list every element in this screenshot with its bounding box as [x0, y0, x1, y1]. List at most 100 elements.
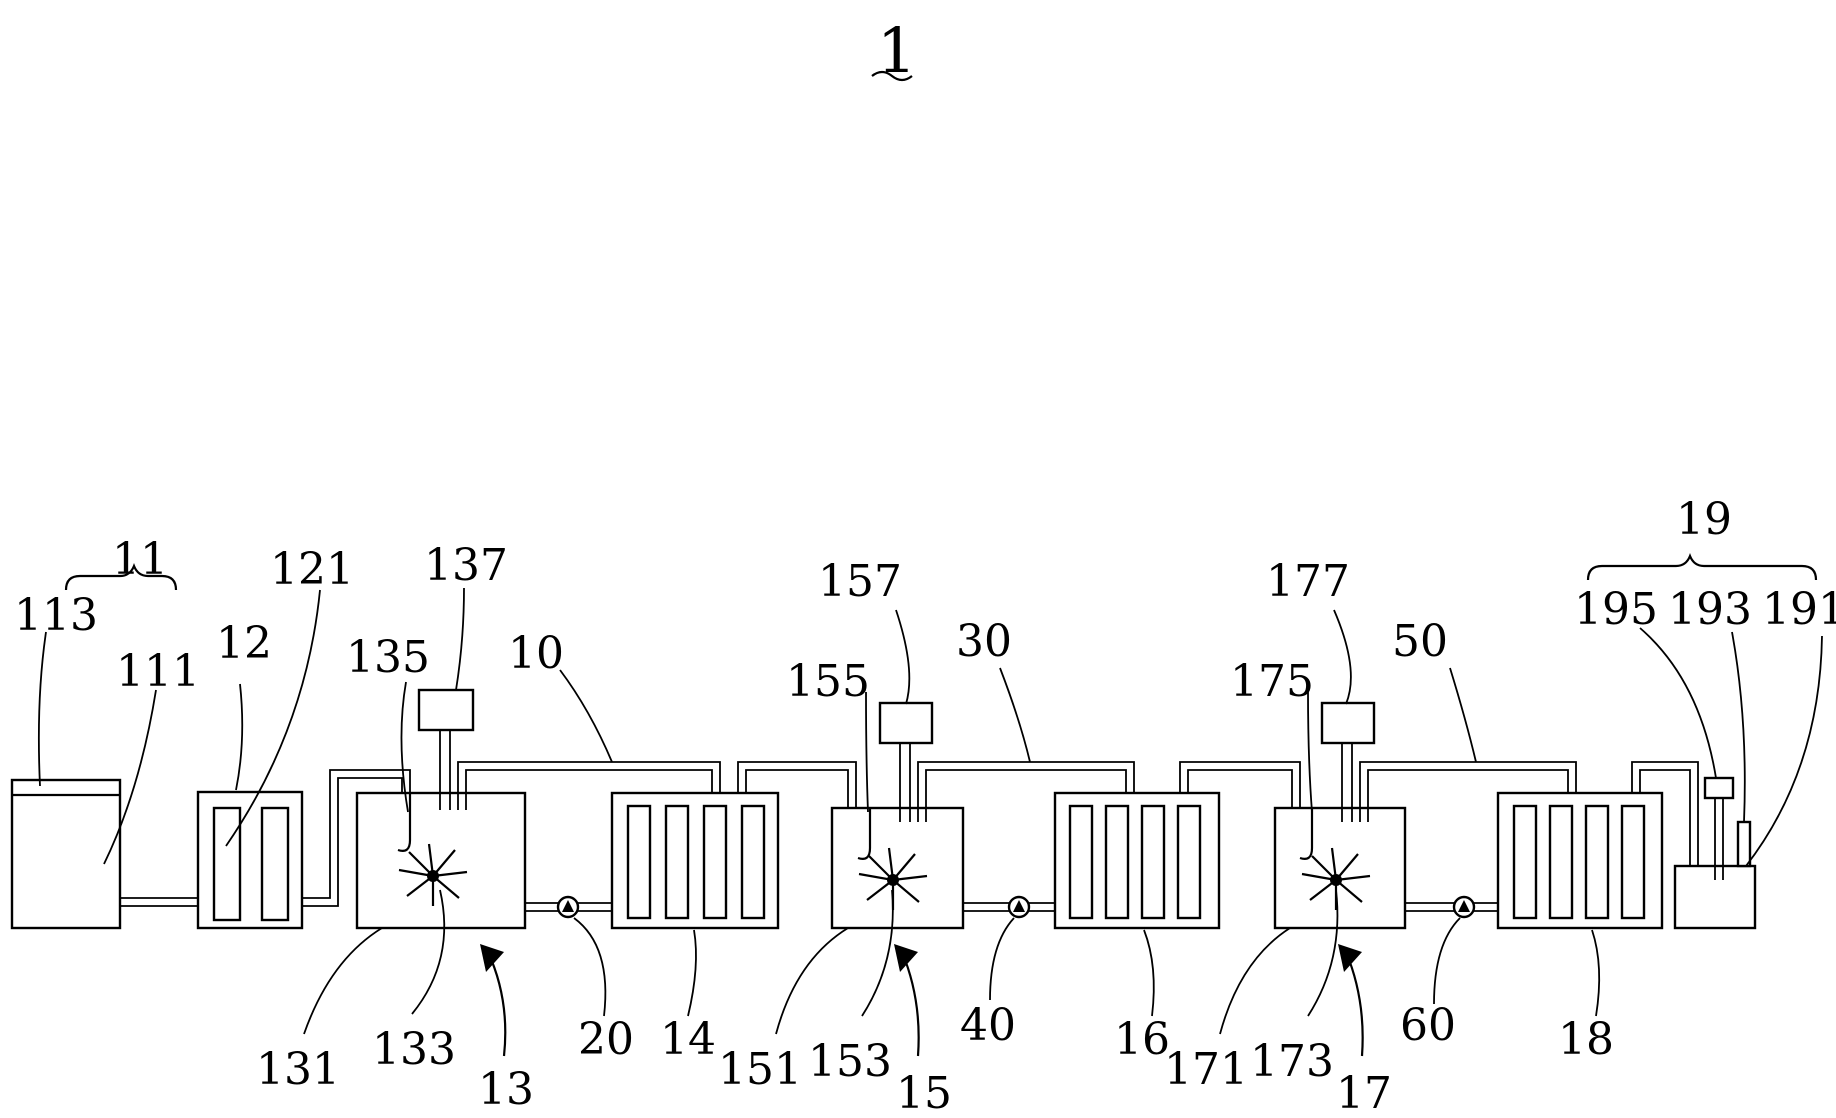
leader-173	[1307, 889, 1339, 1017]
dosing-unit-157	[878, 701, 934, 745]
leader-113	[37, 631, 47, 787]
inlet-hook-175	[1299, 808, 1314, 860]
agitator-133	[398, 843, 468, 906]
leader-153	[861, 889, 894, 1017]
label-137: 137	[424, 540, 508, 591]
label-157: 157	[818, 556, 902, 607]
reactor-15	[830, 701, 1135, 930]
sensor-195	[1703, 776, 1735, 800]
label-18: 18	[1558, 1014, 1614, 1065]
filter-bank-18	[1496, 791, 1664, 930]
title-tilde	[871, 70, 913, 82]
leader-20	[573, 917, 607, 1017]
label-135: 135	[346, 632, 430, 683]
label-10: 10	[508, 628, 564, 679]
leader-135	[400, 681, 409, 813]
leader-155	[865, 691, 869, 813]
leader-137	[455, 587, 465, 691]
inlet-hook-155	[857, 808, 872, 860]
collection-unit-19	[1673, 776, 1757, 930]
label-171: 171	[1164, 1044, 1248, 1095]
leader-10	[559, 669, 613, 763]
arrow-13	[480, 944, 507, 1057]
leader-175	[1307, 691, 1313, 813]
leader-12	[235, 683, 244, 791]
leader-111	[103, 689, 157, 865]
pipe-11-12	[120, 897, 198, 907]
reactor-vessel-131	[355, 791, 527, 930]
label-191: 191	[1762, 584, 1836, 635]
inlet-hook-135	[397, 793, 412, 852]
label-175: 175	[1230, 656, 1314, 707]
label-60: 60	[1400, 1000, 1456, 1051]
pipe-18-19	[1631, 761, 1699, 866]
return-pipe-50	[1359, 761, 1577, 822]
reactor-17	[1273, 701, 1577, 930]
leader-157	[895, 609, 911, 705]
pump-20	[556, 895, 580, 919]
sensor-probe-195	[1714, 798, 1724, 880]
label-11: 11	[112, 534, 168, 585]
label-50: 50	[1392, 616, 1448, 667]
pipe-17-18	[1405, 902, 1498, 912]
dosing-unit-177	[1320, 701, 1376, 745]
tank-body-111	[10, 778, 122, 930]
filter-element-121	[212, 806, 242, 922]
filter-12	[196, 790, 304, 930]
label-17: 17	[1336, 1068, 1392, 1118]
label-30: 30	[956, 616, 1012, 667]
pipe-16-17	[1179, 761, 1301, 808]
label-113: 113	[14, 590, 98, 641]
label-153: 153	[808, 1036, 892, 1087]
pipe-14-15	[737, 761, 857, 808]
label-14: 14	[660, 1014, 716, 1065]
label-177: 177	[1266, 556, 1350, 607]
pump-40	[1007, 895, 1031, 919]
leader-131	[303, 927, 383, 1035]
label-195: 195	[1574, 584, 1658, 635]
leader-151	[775, 927, 849, 1035]
leader-16	[1143, 929, 1155, 1017]
leader-18	[1591, 929, 1601, 1017]
arrow-17	[1338, 944, 1364, 1057]
outlet-193	[1736, 820, 1752, 868]
dosing-unit-137	[417, 688, 475, 732]
leader-191	[1745, 635, 1823, 867]
leader-60	[1433, 917, 1461, 1005]
tank-11	[10, 778, 122, 930]
leader-40	[989, 917, 1015, 1001]
filter-bank-16	[1053, 791, 1221, 930]
dosing-pipe-137	[439, 730, 451, 810]
label-13: 13	[478, 1064, 534, 1115]
label-12: 12	[216, 618, 272, 669]
label-15: 15	[896, 1068, 952, 1118]
leader-177	[1333, 609, 1352, 705]
leader-30	[999, 667, 1031, 763]
leader-133	[411, 889, 446, 1015]
leader-121	[225, 589, 321, 847]
label-155: 155	[786, 656, 870, 707]
pump-60	[1452, 895, 1476, 919]
bracket-11	[64, 563, 178, 591]
bracket-19	[1586, 553, 1818, 581]
leader-50	[1449, 667, 1477, 763]
reactor-13	[355, 688, 721, 930]
label-131: 131	[256, 1044, 340, 1095]
label-16: 16	[1114, 1014, 1170, 1065]
dosing-pipe-157	[899, 743, 911, 822]
return-pipe-30	[917, 761, 1135, 822]
leader-193	[1731, 631, 1746, 823]
reactor-vessel-171	[1273, 806, 1407, 930]
label-19: 19	[1676, 494, 1732, 545]
label-151: 151	[718, 1044, 802, 1095]
label-40: 40	[960, 1000, 1016, 1051]
label-20: 20	[578, 1014, 634, 1065]
dosing-pipe-177	[1341, 743, 1353, 822]
filter-bank-14	[610, 791, 780, 930]
label-173: 173	[1250, 1036, 1334, 1087]
figure-title: 1	[877, 14, 916, 87]
leader-14	[687, 929, 697, 1017]
leader-171	[1219, 927, 1291, 1035]
return-pipe-10	[457, 761, 721, 810]
